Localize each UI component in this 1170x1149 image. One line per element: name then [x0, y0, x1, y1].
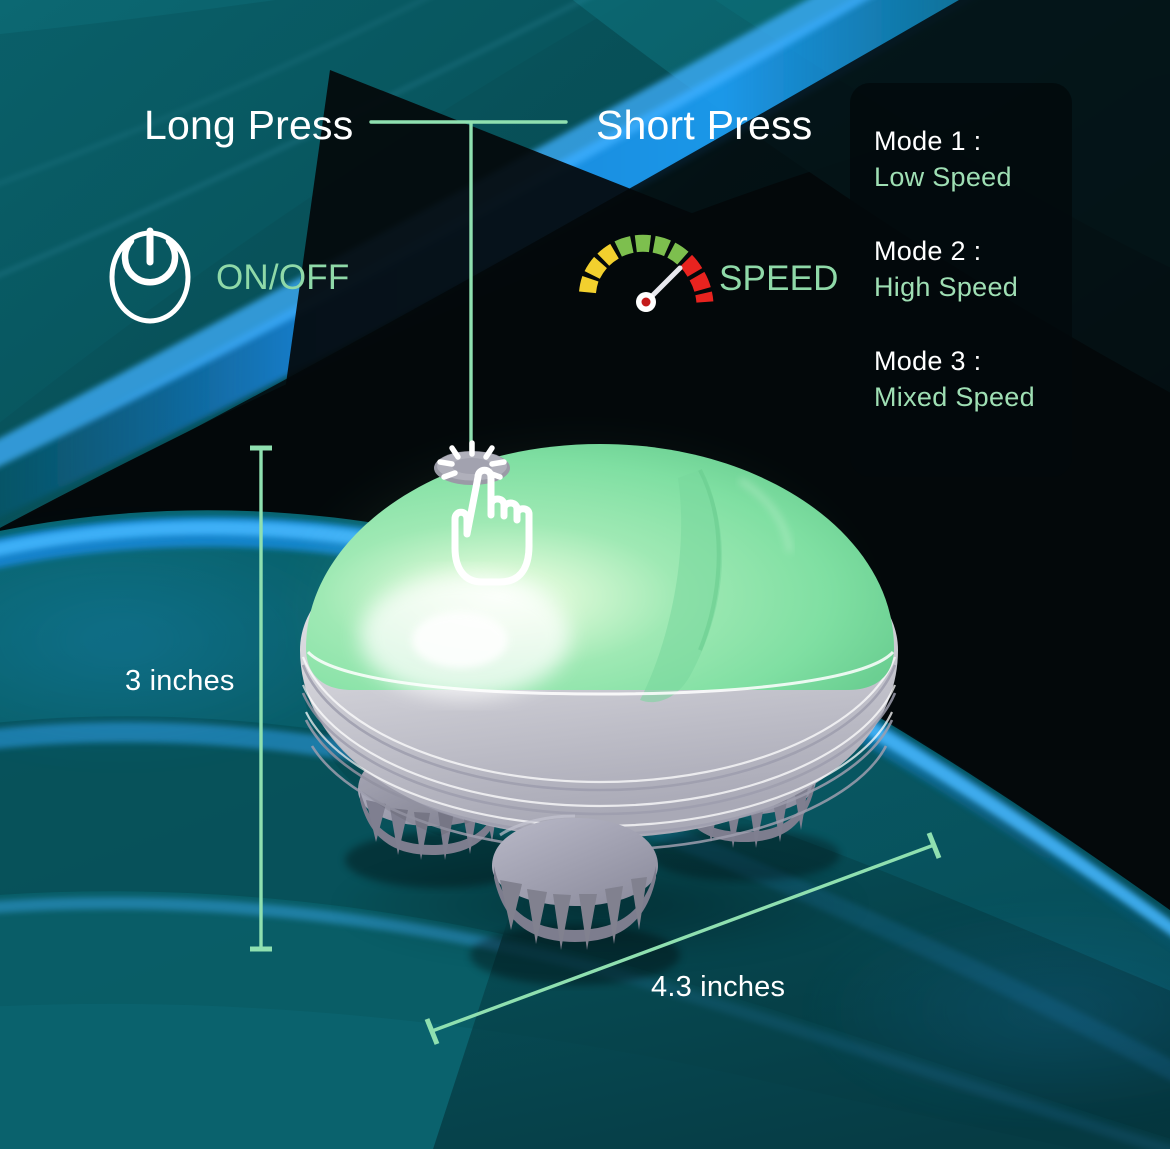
- dimension-cap-right: [926, 832, 942, 859]
- mode-item: Mode 1 : Low Speed: [874, 125, 1072, 197]
- short-press-title: Short Press: [596, 102, 813, 148]
- mode-value: High Speed: [874, 272, 1019, 303]
- onoff-function-label: ON/OFF: [216, 258, 350, 297]
- mode-item: Mode 2 : High Speed: [874, 235, 1072, 307]
- dimension-cap-left: [424, 1018, 440, 1045]
- long-press-title: Long Press: [144, 102, 354, 148]
- height-dimension-label: 3 inches: [125, 665, 235, 697]
- speed-function-label: SPEED: [719, 259, 839, 298]
- mode-title: Mode 1 :: [874, 126, 982, 156]
- massager-dome: [306, 444, 895, 703]
- massage-node-front-center: [492, 814, 658, 950]
- pointing-hand-icon: [451, 466, 533, 586]
- mode-list-panel: Mode 1 : Low Speed Mode 2 : High Speed M…: [850, 83, 1072, 477]
- width-dimension-label: 4.3 inches: [651, 971, 786, 1003]
- mode-value: Mixed Speed: [874, 382, 1035, 413]
- dimension-line-diagonal: [431, 843, 935, 1033]
- mode-value: Low Speed: [874, 161, 1012, 192]
- mode-title: Mode 2 :: [874, 236, 982, 267]
- mode-title: Mode 3 :: [874, 346, 982, 377]
- mode-item: Mode 3 : Mixed Speed: [874, 345, 1072, 417]
